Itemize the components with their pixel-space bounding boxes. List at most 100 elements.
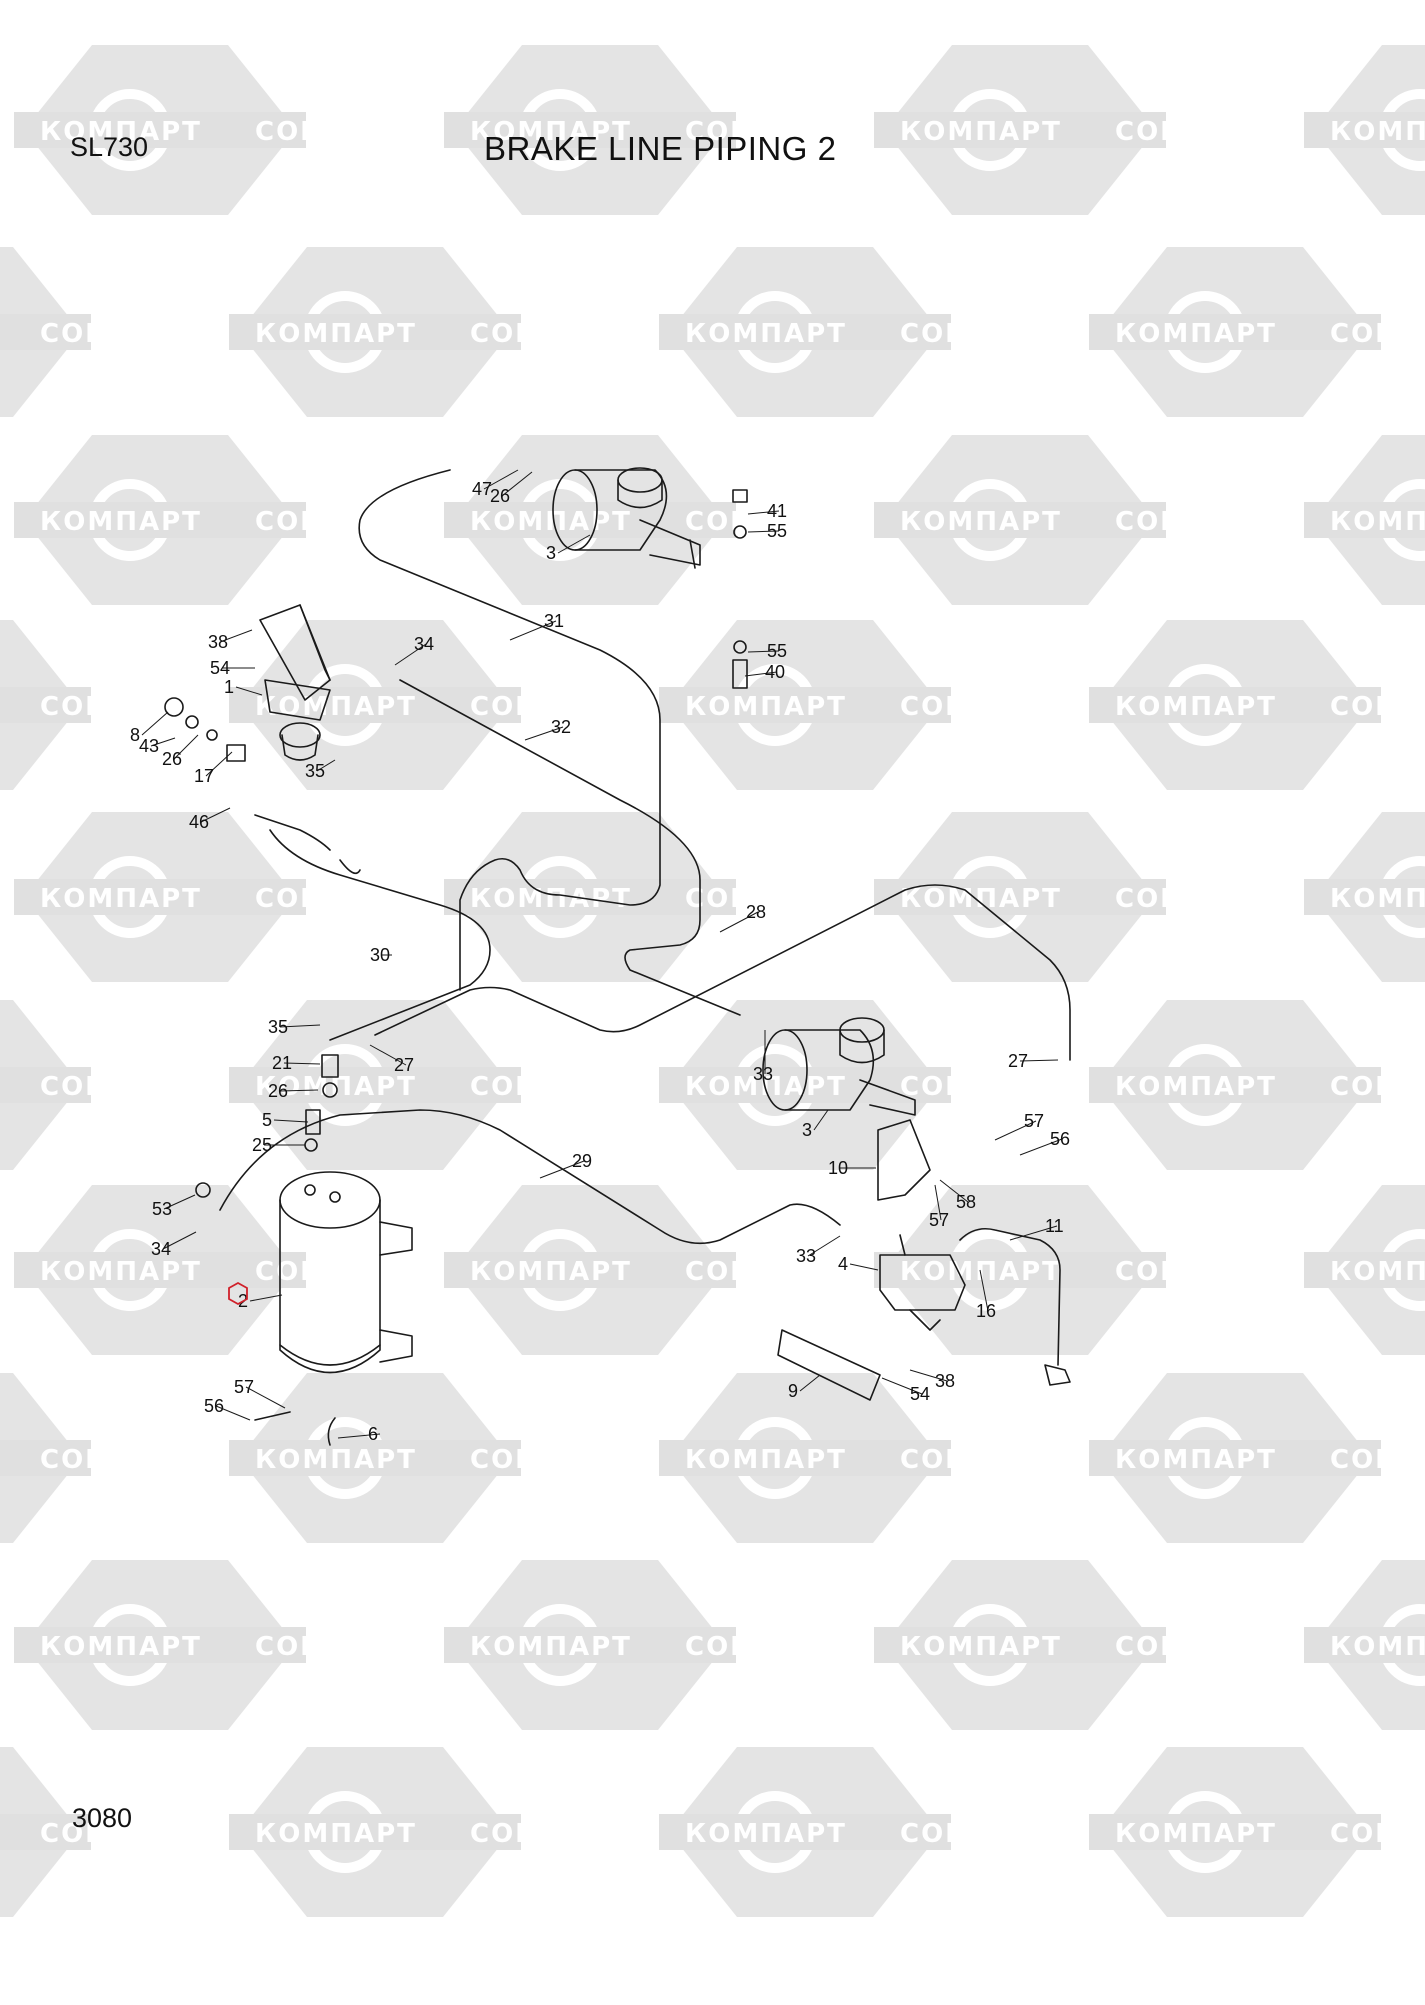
part-callout: 32 (551, 717, 571, 737)
highlight-hexagon-part-2 (228, 1281, 248, 1306)
model-label: SL730 (70, 132, 149, 162)
watermark-latin: COMPART (685, 884, 839, 914)
part-callout: 26 (268, 1081, 288, 1101)
leader-line (747, 650, 780, 653)
part-callout: 58 (956, 1192, 976, 1212)
part-callout: 3 (546, 543, 556, 563)
part-callout: 26 (162, 749, 182, 769)
watermark-cyrillic: КОМПАРТ (1115, 1072, 1277, 1102)
part-callout: 34 (151, 1239, 171, 1259)
watermark-cyrillic: КОМПАРТ (685, 1819, 847, 1849)
leader-line (807, 1235, 841, 1257)
part-callout: 55 (767, 641, 787, 661)
leader-line (1009, 1225, 1058, 1241)
leader-line (219, 629, 253, 643)
part-callout: 56 (204, 1396, 224, 1416)
watermark-cyrillic: КОМПАРТ (1330, 884, 1425, 914)
part-callout: 4 (838, 1254, 848, 1274)
watermark-latin: COMPART (40, 692, 194, 722)
watermark-cyrillic: КОМПАРТ (470, 1632, 632, 1662)
pipe-31 (358, 469, 661, 991)
watermark-cyrillic: КОМПАРТ (470, 117, 632, 147)
watermark-cyrillic: КОМПАРТ (685, 692, 847, 722)
watermark-latin: COMPART (40, 1445, 194, 1475)
watermark-cyrillic: КОМПАРТ (470, 884, 632, 914)
watermark-latin: COMPART (470, 1072, 624, 1102)
watermark-latin: COMPART (1330, 1072, 1425, 1102)
part-callout: 29 (572, 1151, 592, 1171)
part-callout: 27 (394, 1055, 414, 1075)
part-callout: 11 (1045, 1216, 1064, 1236)
part-callout: 31 (544, 611, 564, 631)
leader-line (744, 671, 778, 677)
leader-line (501, 471, 533, 497)
leader-line (509, 620, 557, 641)
part-callout: 38 (935, 1371, 955, 1391)
watermark-cyrillic: КОМПАРТ (1330, 1257, 1425, 1287)
watermark-cyrillic: КОМПАРТ (900, 1257, 1062, 1287)
watermark-latin: COMPART (900, 1072, 1054, 1102)
part-callout: 35 (268, 1017, 288, 1037)
part-callout: 9 (788, 1381, 798, 1401)
leader-line (979, 1269, 989, 1312)
upper-valve (552, 467, 701, 569)
part-callout: 27 (1008, 1051, 1028, 1071)
watermark-cyrillic: КОМПАРТ (40, 117, 202, 147)
part-callout: 35 (305, 761, 325, 781)
leader-line (316, 759, 336, 772)
watermark-latin: COMPART (1330, 692, 1425, 722)
watermark-latin: COMPART (1115, 884, 1269, 914)
part-callout: 56 (1050, 1129, 1070, 1149)
leader-line (245, 1386, 286, 1409)
watermark-latin: COMPART (1115, 1632, 1269, 1662)
part-callout: 54 (210, 658, 230, 678)
watermark-cyrillic: КОМПАРТ (900, 507, 1062, 537)
leader-line (524, 726, 564, 741)
part-callout: 46 (189, 812, 209, 832)
watermark-latin: COMPART (470, 319, 624, 349)
part-callout: 57 (234, 1377, 254, 1397)
pipe-30 (269, 829, 491, 1041)
part-callout: 10 (828, 1158, 848, 1178)
part-callout: 57 (1024, 1111, 1044, 1131)
part-callout: 34 (414, 634, 434, 654)
part-callout: 33 (796, 1246, 816, 1266)
leader-line (557, 534, 591, 554)
watermark-latin: COMPART (40, 1819, 194, 1849)
watermark-cyrillic: КОМПАРТ (255, 1445, 417, 1475)
watermark-latin: COMPART (470, 692, 624, 722)
watermark-latin: COMPART (900, 1445, 1054, 1475)
leader-line (273, 1119, 309, 1123)
leader-line (483, 469, 519, 490)
watermark-latin: COMPART (255, 507, 409, 537)
leader-line (719, 911, 759, 933)
pipe-29 (219, 1109, 841, 1245)
middle-valve (762, 1017, 916, 1116)
leader-line (200, 807, 231, 823)
watermark-latin: COMPART (40, 319, 194, 349)
watermark-cyrillic: КОМПАРТ (1330, 117, 1425, 147)
part-callout: 28 (746, 902, 766, 922)
pipe-32 (399, 679, 741, 1016)
part-callout: 21 (272, 1053, 292, 1073)
leader-line (163, 1194, 196, 1210)
leader-line (215, 1405, 251, 1421)
watermark-cyrillic: КОМПАРТ (685, 1445, 847, 1475)
watermark-cyrillic: КОМПАРТ (685, 319, 847, 349)
part-callout: 38 (208, 632, 228, 652)
leader-line (934, 1184, 942, 1221)
pipe-11 (959, 1227, 1061, 1366)
part-callout: 54 (910, 1384, 930, 1404)
leader-line (1019, 1138, 1063, 1156)
leader-line (283, 1062, 321, 1065)
leader-line (747, 510, 780, 515)
watermark-cyrillic: КОМПАРТ (900, 117, 1062, 147)
leader-line (881, 1377, 923, 1395)
part-callout: 55 (767, 521, 787, 541)
watermark-latin: COMPART (470, 1819, 624, 1849)
brake-pedal (259, 604, 331, 761)
watermark-latin: COMPART (1330, 319, 1425, 349)
page-number: 3080 (72, 1803, 133, 1833)
watermark-latin: COMPART (1115, 117, 1269, 147)
